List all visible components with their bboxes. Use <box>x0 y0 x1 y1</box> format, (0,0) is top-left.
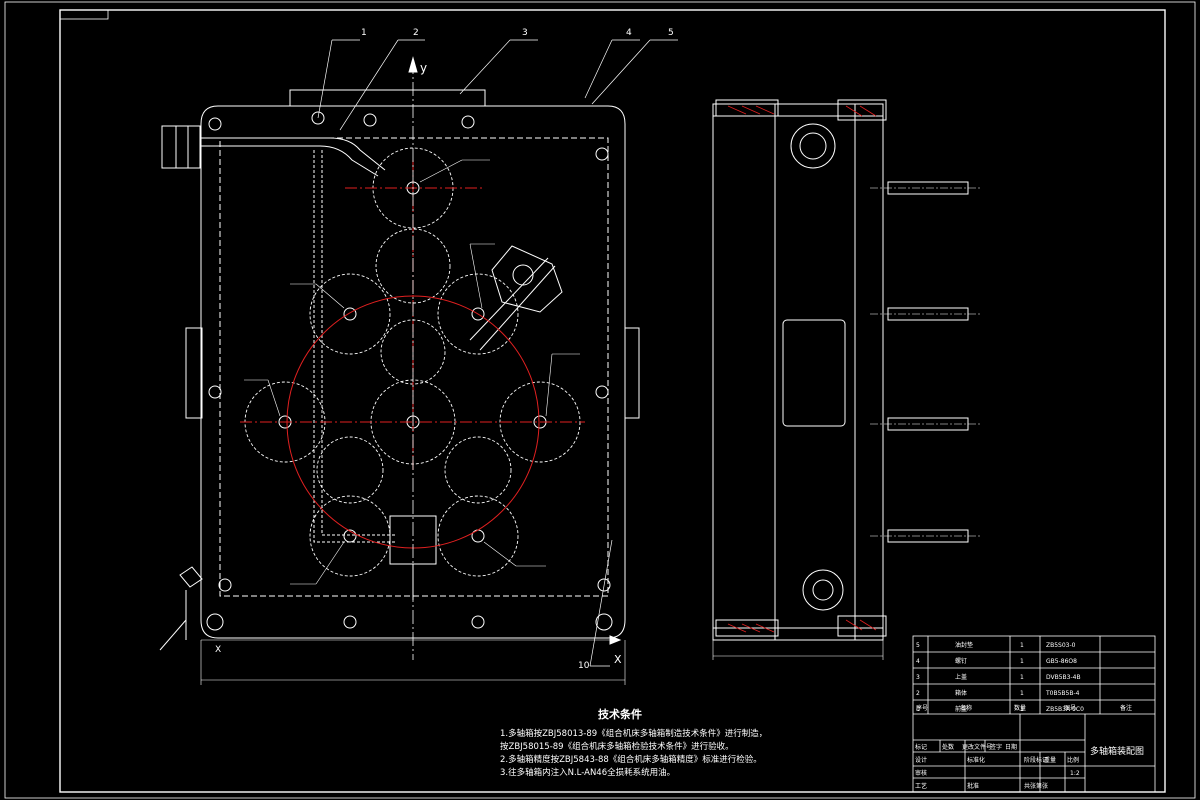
y-axis <box>201 56 622 660</box>
housing-outline <box>200 105 626 639</box>
side-hatching <box>727 105 877 633</box>
parts-row-name: 上盖 <box>955 673 967 681</box>
tech-conditions-notes: 1.多轴箱按ZBJ58013-89《组合机床多轴箱制造技术条件》进行制造， 按Z… <box>500 728 900 780</box>
role-review: 审核 <box>915 769 927 777</box>
balloon-3: 3 <box>522 28 528 38</box>
parts-row-code: GB5-86O8 <box>1046 658 1077 665</box>
misc-weight: 重量 <box>1044 756 1056 764</box>
balloon-leaders <box>317 39 678 667</box>
parts-row-code: T0B5B5B-4 <box>1045 690 1080 697</box>
parts-row-no: 1 <box>916 706 920 713</box>
balloon-10: 10 <box>578 661 590 671</box>
sign-label-2: 更改文件号 <box>962 743 992 751</box>
parts-row-name: 箱体 <box>955 689 967 697</box>
header-no: 序号 <box>916 704 928 712</box>
drawing-name: 多轴箱装配图 <box>1090 745 1144 757</box>
balloon-5: 5 <box>668 28 674 38</box>
role-process: 工艺 <box>915 782 927 790</box>
flange-plate <box>491 245 563 313</box>
header-name: 名称 <box>960 704 972 712</box>
spindle-shafts <box>870 181 980 543</box>
parts-row-qty: 1 <box>1020 706 1024 713</box>
top-cover <box>289 89 486 107</box>
center-lines <box>240 160 585 549</box>
balloon-4: 4 <box>626 28 632 38</box>
misc-scale: 比例 <box>1067 756 1079 764</box>
balloon-2: 2 <box>413 28 419 38</box>
parts-row-name: 前盖 <box>955 705 967 713</box>
misc-std: 标准化 <box>967 756 985 764</box>
parts-row-no: 5 <box>916 642 920 649</box>
scale-value: 1:2 <box>1070 770 1080 777</box>
y-axis-label: y <box>420 61 427 75</box>
parts-row-no: 2 <box>916 690 920 697</box>
parts-row-no: 4 <box>916 658 920 665</box>
header-remark: 备注 <box>1120 704 1132 712</box>
tech-note: 按ZBJ58015-89《组合机床多轴箱检验技术条件》进行验收。 <box>500 742 734 752</box>
role-design: 设计 <box>915 756 927 764</box>
misc-sheets: 共张第张 <box>1024 782 1048 790</box>
front-view <box>159 89 640 685</box>
parts-row-no: 3 <box>916 674 920 681</box>
tech-conditions-title: 技术条件 <box>598 708 642 721</box>
side-window <box>782 319 846 427</box>
tech-note: 1.多轴箱按ZBJ58013-89《组合机床多轴箱制造技术条件》进行制造， <box>500 729 768 739</box>
parts-row-qty: 1 <box>1020 642 1024 649</box>
parts-row-code: ZB5S03-0 <box>1046 642 1076 649</box>
parts-row-qty: 1 <box>1020 674 1024 681</box>
parts-row-name: 螺钉 <box>955 657 967 665</box>
parts-row-code: DVB5B3-4B <box>1046 674 1081 681</box>
side-view <box>712 99 887 660</box>
bolt-holes <box>206 111 613 631</box>
drawing-frame <box>4 1 1196 799</box>
sign-label-0: 标记 <box>915 743 927 751</box>
misc-approve: 批准 <box>967 782 979 790</box>
sign-label-1: 处数 <box>942 743 954 751</box>
spindle-annotations <box>244 159 580 585</box>
title-block-labels: 序号 名称 数量 图号 备注 标记 处数 更改文件号 签字 日期 设计 审核 工… <box>915 704 1132 790</box>
tech-note: 3.往多轴箱内注入N.L-AN46全损耗系统用油。 <box>500 768 676 778</box>
misc-stage: 阶段标记 <box>1024 756 1048 764</box>
header-code: 图号 <box>1064 705 1076 712</box>
parts-row-name: 油封垫 <box>955 641 973 649</box>
side-housing <box>712 103 884 641</box>
parts-row-qty: 1 <box>1020 658 1024 665</box>
sign-label-3: 签字 <box>990 743 1002 751</box>
x-axis-label: X <box>614 653 622 666</box>
header-qty: 数量 <box>1014 704 1026 712</box>
x-axis-label-left: X <box>215 645 221 655</box>
sign-label-4: 日期 <box>1005 743 1017 751</box>
parts-row-code: ZB5B3A-0C0 <box>1046 706 1084 713</box>
parts-row-qty: 1 <box>1020 690 1024 697</box>
balloon-1: 1 <box>361 28 367 38</box>
inner-boundary <box>219 137 609 597</box>
title-block <box>912 635 1156 793</box>
tech-note: 2.多轴箱精度按ZBJ5843-88《组合机床多轴箱精度》标准进行检验。 <box>500 755 762 765</box>
